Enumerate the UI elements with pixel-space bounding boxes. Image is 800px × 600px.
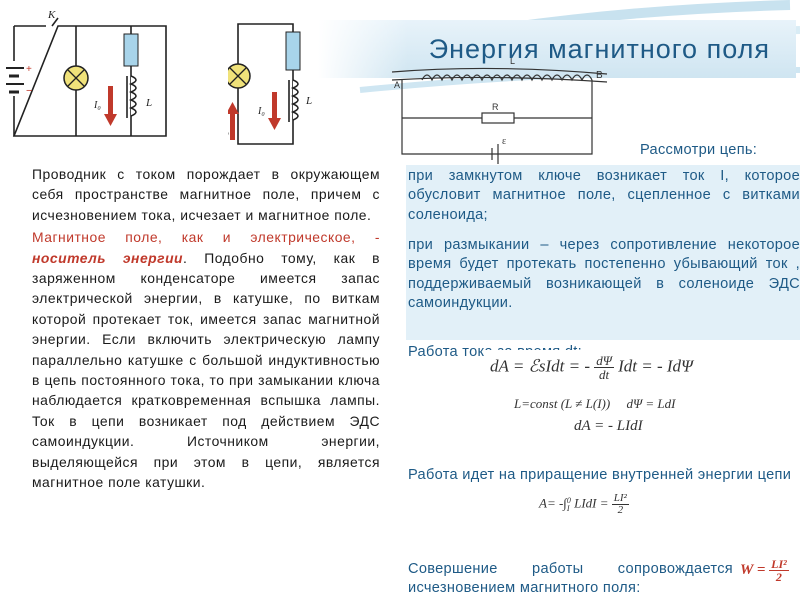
energy-carrier-term: носитель энергии bbox=[32, 249, 184, 266]
key-label: K bbox=[47, 9, 56, 21]
current-arrow-down-icon bbox=[104, 86, 117, 126]
lamp-icon bbox=[63, 65, 89, 91]
formula-dpsi-dt: dΨ dt bbox=[594, 354, 614, 381]
l-label-1: L bbox=[145, 97, 152, 109]
plus-label: + bbox=[26, 64, 32, 75]
battery-icon bbox=[6, 61, 24, 96]
l-label-2: L bbox=[305, 95, 312, 107]
formula-da-line: dA = ℰsIdt = - dΨ dt Idt = - IdΨ bbox=[490, 354, 693, 381]
formula-energy-line: W = LI² 2 bbox=[740, 558, 789, 583]
current-arrow-down-icon bbox=[268, 92, 281, 130]
formula-da-lidi: dA = - LIdI bbox=[574, 418, 643, 434]
coil-icon bbox=[285, 31, 301, 122]
i0-label-3: I₀ bbox=[257, 106, 265, 117]
formula-integral-mid: LIdI = bbox=[574, 495, 609, 511]
paragraph-energy: Магнитное поле, как и электрическое, - н… bbox=[32, 227, 380, 492]
formula-w-den: 2 bbox=[775, 570, 782, 584]
formula-integral-left: A= -∫ bbox=[539, 495, 567, 511]
formula-da-right: Idt = - IdΨ bbox=[618, 356, 694, 376]
solenoid-emf-label: ε bbox=[502, 136, 506, 147]
formula-li2-over-2: LI² 2 bbox=[611, 492, 629, 516]
solenoid-a-label: A bbox=[394, 80, 400, 90]
lamp-icon bbox=[228, 63, 251, 89]
formula-l-const: L=const (L ≠ L(I)) dΨ = LdI bbox=[514, 396, 676, 411]
i0-label-2: I₀ bbox=[228, 126, 229, 137]
closed-key-text: при замкнутом ключе возникает ток I, кот… bbox=[408, 168, 800, 223]
formula-w-num: LI² bbox=[769, 557, 789, 571]
formula-li2: LI² bbox=[611, 492, 629, 505]
consider-circuit-text: Рассмотри цепь: bbox=[640, 142, 758, 158]
solenoid-b-label: B bbox=[596, 70, 603, 81]
magnetic-field-term: Магнитное поле bbox=[32, 229, 159, 246]
left-text-block: Проводник с током порождает в окружающем… bbox=[26, 158, 386, 596]
coil-icon bbox=[123, 33, 139, 118]
formula-block-work: dA = ℰsIdt = - dΨ dt Idt = - IdΨ L=const… bbox=[484, 350, 756, 442]
solenoid-l-label: L bbox=[510, 56, 515, 66]
open-key-text: при размыкании – через сопротивление нек… bbox=[408, 237, 800, 311]
formula-two: 2 bbox=[617, 504, 624, 516]
formula-w-left: W = bbox=[740, 561, 766, 578]
work-internal-text: Работа идет на приращение внутренней эне… bbox=[408, 467, 792, 483]
paragraph-conductor: Проводник с током порождает в окружающем… bbox=[32, 166, 380, 223]
paragraph-energy-rest: . Подобно тому, как в заряженном конденс… bbox=[32, 249, 381, 491]
current-arrow-up-icon bbox=[228, 102, 239, 140]
solenoid-r-label: R bbox=[492, 102, 499, 112]
formula-da-left: dA = ℰsIdt = - bbox=[490, 356, 590, 376]
right-highlight-box bbox=[406, 165, 800, 340]
i0-label-1: I₀ bbox=[93, 100, 101, 111]
formula-lim-top: 0 bbox=[566, 495, 571, 505]
formula-lim-bot: I bbox=[566, 503, 570, 513]
as-electric-text: , как и электрическое, - bbox=[158, 229, 380, 246]
minus-label: − bbox=[26, 85, 32, 97]
formula-dt: dt bbox=[598, 367, 610, 382]
formula-block-energy: W = LI² 2 bbox=[738, 552, 798, 590]
circuit-diagram-2: I₀ I₀ L bbox=[228, 23, 312, 145]
slide-title-text: Энергия магнитного поля bbox=[428, 33, 770, 64]
formula-dpsi: dΨ bbox=[594, 353, 614, 368]
formula-w-frac: LI² 2 bbox=[769, 558, 789, 583]
slide-title: Энергия магнитного поля bbox=[318, 20, 796, 78]
circuit-diagram-1: + − K I₀ L bbox=[6, 9, 167, 137]
solenoid-circuit-diagram: L R ε A B bbox=[392, 56, 608, 164]
work-done-text: Совершение работы сопровождается исчезно… bbox=[408, 561, 733, 597]
